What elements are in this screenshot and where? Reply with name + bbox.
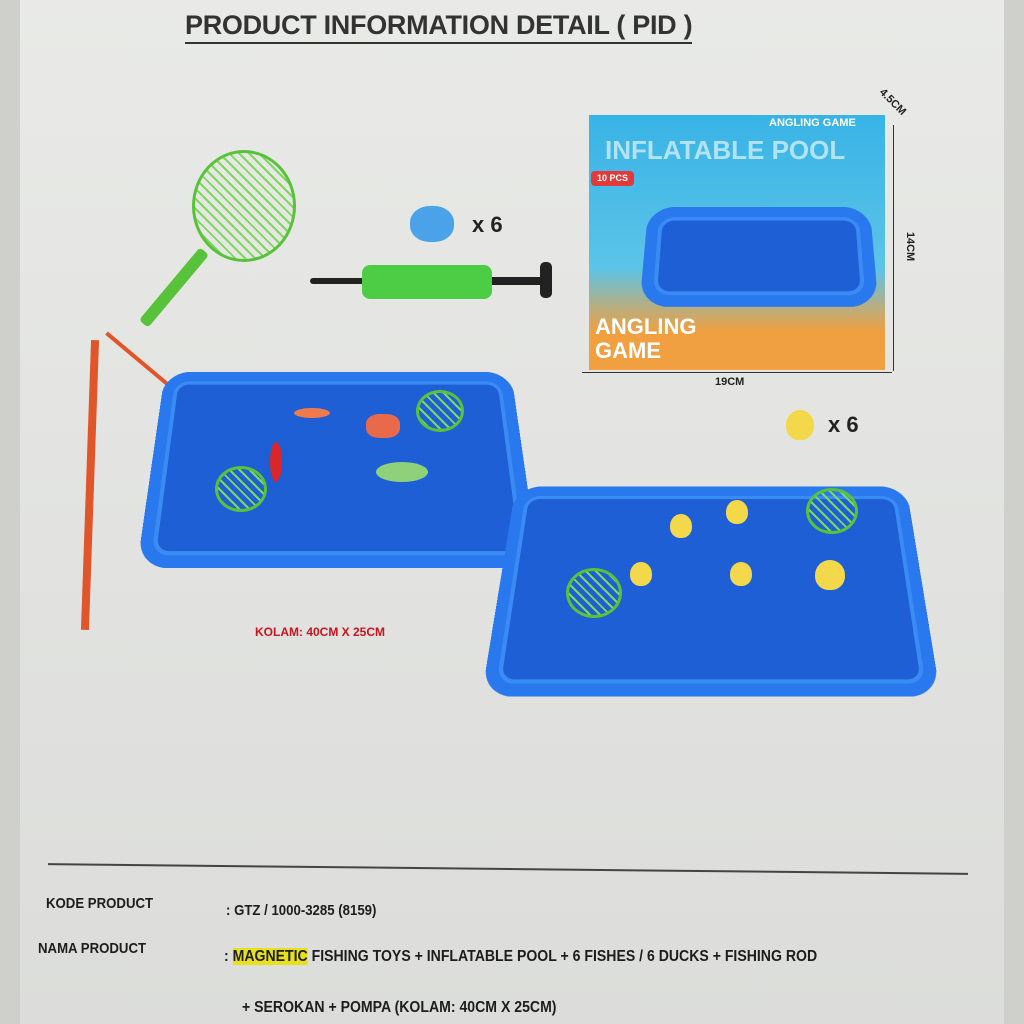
fish-toy [366,414,400,438]
product-box-image: ANGLING GAME INFLATABLE POOL 10 PCS ANGL… [589,115,885,370]
pool-with-fishes [136,371,540,568]
duck-icon [786,410,814,440]
fish-count: x 6 [472,212,503,237]
fish-toy [376,462,428,482]
box-badge: 10 PCS [591,171,635,186]
box-height-dimension: 14CM [904,231,917,262]
duck-count: x 6 [828,412,859,437]
page-title: PRODUCT INFORMATION DETAIL ( PID ) [185,8,693,44]
code-label: KODE PRODUCT [46,895,154,912]
box-game-title: ANGLING GAME [595,314,697,363]
name-label: NAMA PRODUCT [38,940,147,957]
name-value: : MAGNETIC FISHING TOYS + INFLATABLE POO… [224,948,818,965]
box-headline: INFLATABLE POOL [605,135,846,165]
box-brand: ANGLING GAME [769,117,856,129]
pool-with-ducks [481,486,941,697]
fish-toy [270,442,282,482]
name-value-line2: + SEROKAN + POMPA (KOLAM: 40CM X 25CM) [242,999,557,1016]
pool-size-label: KOLAM: 40CM X 25CM [255,625,386,639]
fish-toy [294,408,330,418]
code-value: : GTZ / 1000-3285 (8159) [226,902,377,919]
fish-icon [410,206,454,242]
box-width-dimension: 19CM [715,376,745,388]
highlighted-word: MAGNETIC [232,948,308,965]
